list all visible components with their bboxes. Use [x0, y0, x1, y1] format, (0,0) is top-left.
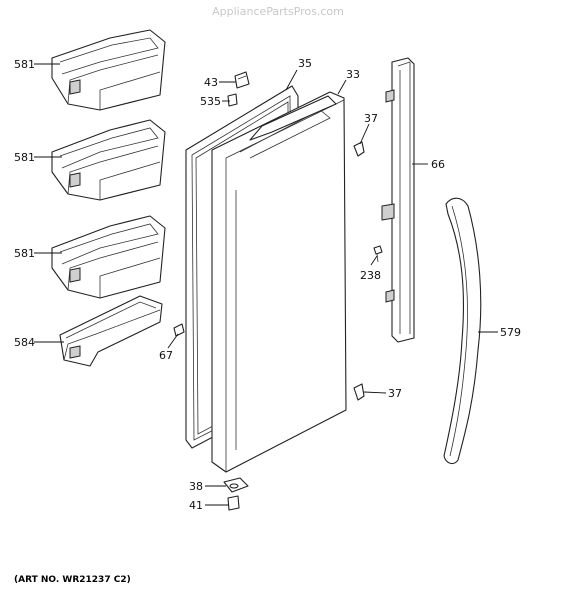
callout-41: 41	[189, 499, 203, 512]
callout-584: 584	[14, 336, 35, 349]
door-clip-top	[353, 141, 365, 157]
callout-33: 33	[346, 68, 360, 81]
callout-238: 238	[360, 269, 381, 282]
hinge-bushing-top	[227, 93, 238, 107]
fridge-door	[211, 91, 347, 473]
callout-535: 535	[200, 95, 221, 108]
leader-lines	[34, 63, 498, 506]
art-number: (ART NO. WR21237 C2)	[14, 575, 131, 585]
door-bin-top	[51, 29, 166, 111]
small-clip	[173, 323, 185, 337]
door-handle	[443, 197, 482, 465]
callout-67: 67	[159, 349, 173, 362]
door-bin-small	[59, 295, 163, 367]
callout-581-top: 581	[14, 58, 35, 71]
door-clip-bottom	[353, 383, 365, 401]
callout-37-bottom: 37	[388, 387, 402, 400]
callout-43: 43	[204, 76, 218, 89]
callout-37-top: 37	[364, 112, 378, 125]
callout-581-lower: 581	[14, 247, 35, 260]
hinge-cap	[234, 71, 250, 89]
callout-35: 35	[298, 57, 312, 70]
door-bin-middle	[51, 119, 166, 201]
hinge-bushing-bottom	[227, 495, 240, 511]
door-trim-strip	[381, 57, 415, 343]
callout-38: 38	[189, 480, 203, 493]
door-bin-lower	[51, 215, 166, 299]
callout-579: 579	[500, 326, 521, 339]
hinge-bottom	[223, 477, 249, 493]
callout-581-middle: 581	[14, 151, 35, 164]
callout-66: 66	[431, 158, 445, 171]
watermark: AppliancePartsPros.com	[212, 5, 344, 18]
screw	[373, 245, 383, 263]
